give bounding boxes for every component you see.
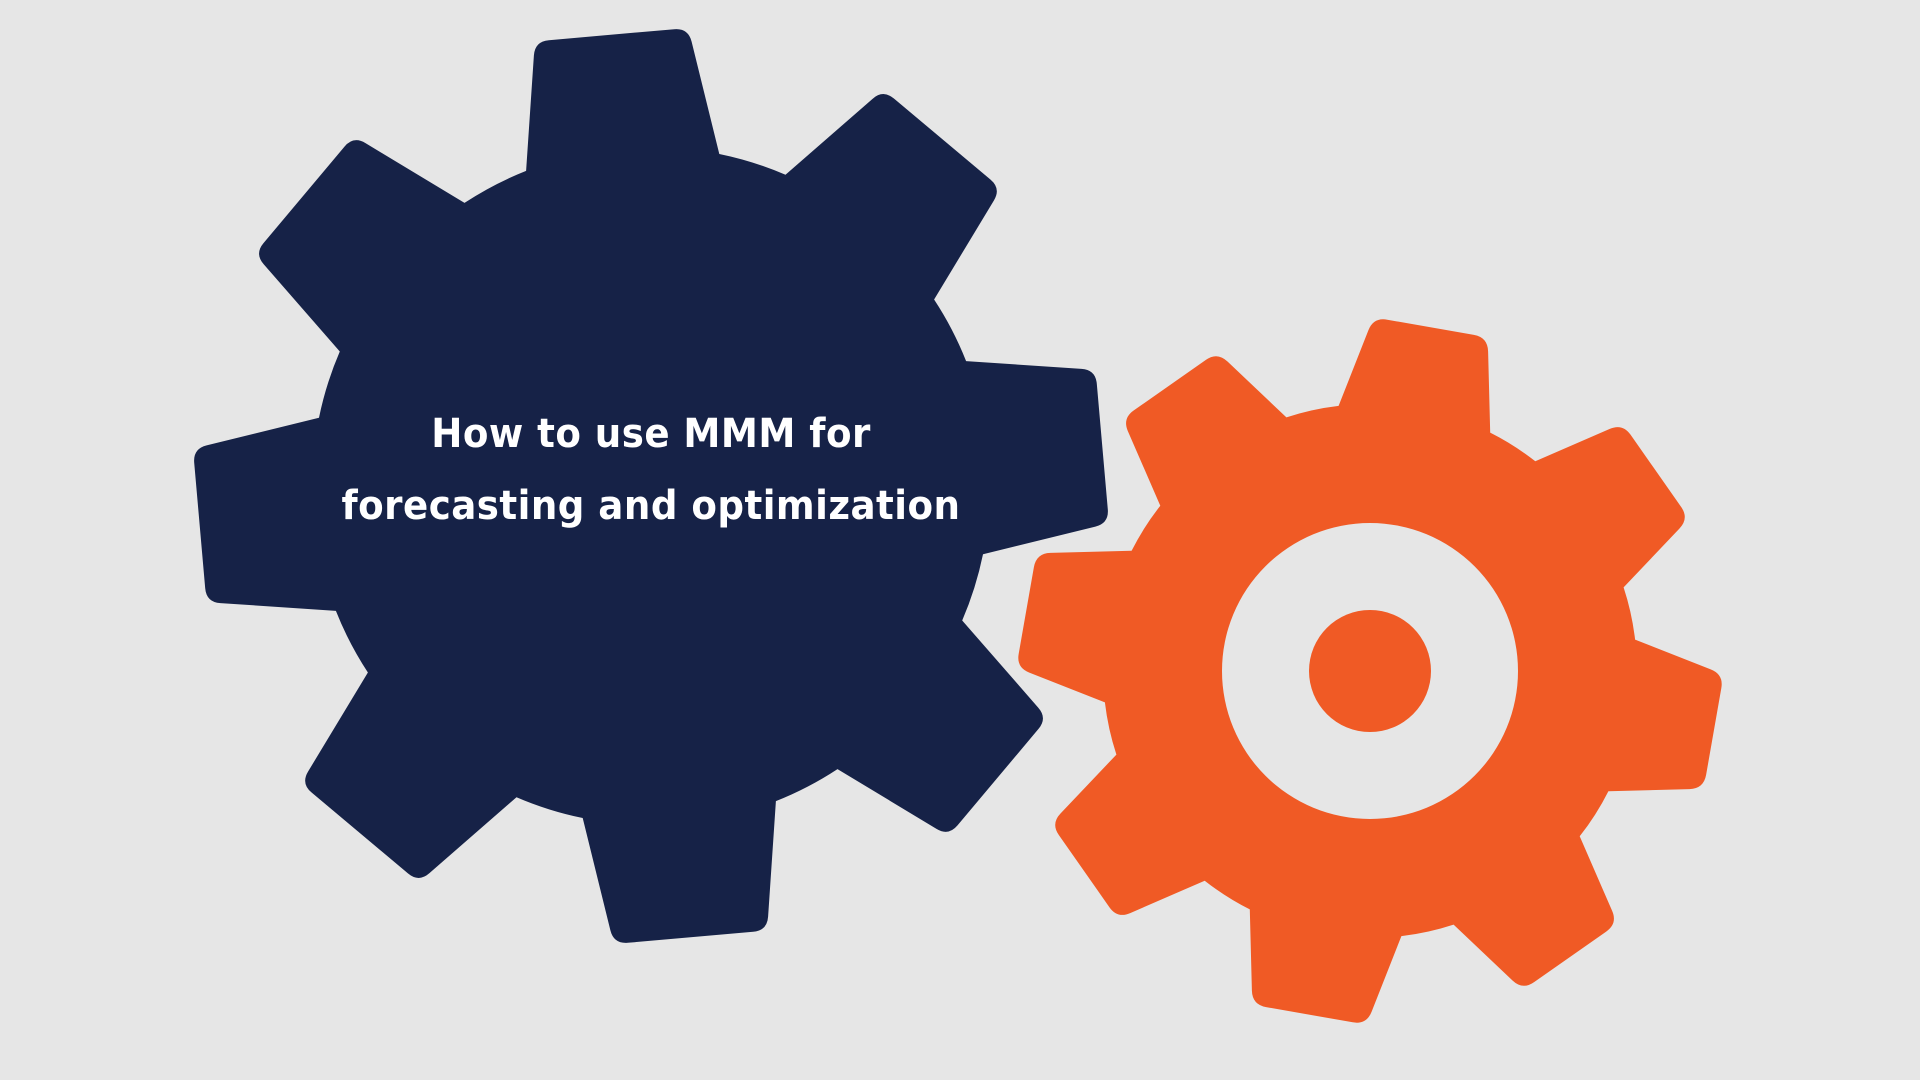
title-line-2: forecasting and optimization <box>341 483 961 529</box>
orange-gear-hub-icon <box>1309 610 1431 732</box>
orange-gear-icon <box>1018 319 1722 1023</box>
navy-gear-icon <box>194 29 1108 943</box>
title-line-1: How to use MMM for <box>431 411 871 457</box>
title-block: How to use MMM for forecasting and optim… <box>301 398 1001 542</box>
